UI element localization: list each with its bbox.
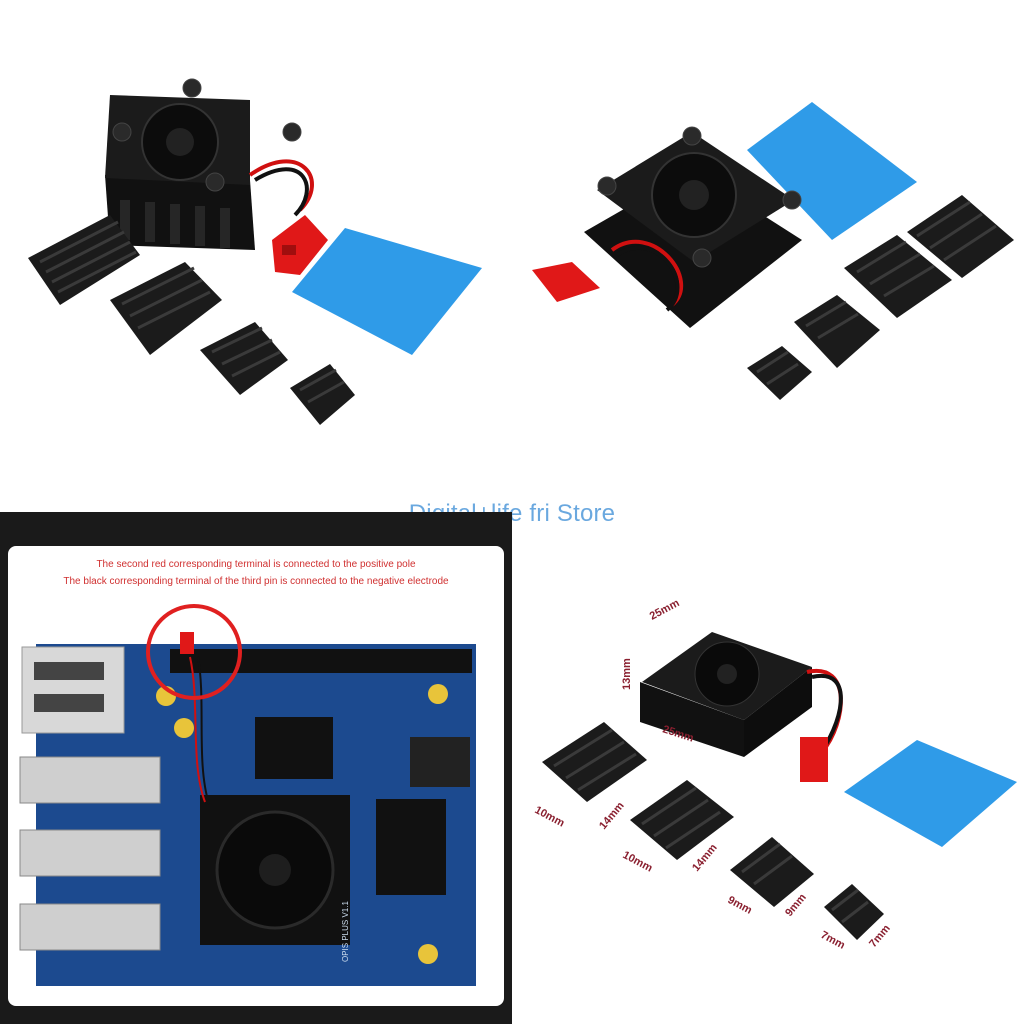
fan-header-connector	[180, 632, 194, 654]
chip	[376, 799, 446, 895]
usb-port	[19, 903, 161, 951]
dim-sink-large-a: 10mm	[533, 804, 567, 830]
heatsink-large	[542, 722, 647, 802]
heatsink-tiny	[747, 346, 812, 400]
heatsink-medium	[630, 780, 734, 860]
soc-heatsink	[255, 717, 333, 779]
fan-heatsink-assembly	[532, 126, 802, 328]
heatsink-small	[794, 295, 880, 368]
thermal-pad	[844, 740, 1017, 847]
usb-port	[19, 756, 161, 804]
red-connector	[532, 262, 600, 302]
heatsink-small	[200, 322, 288, 395]
audio-jack	[410, 737, 470, 787]
callout-text-positive: The second red corresponding terminal is…	[96, 559, 416, 570]
dim-fan-height: 13mm	[621, 658, 633, 690]
thermal-pad	[292, 228, 482, 355]
callout-circle	[146, 604, 242, 700]
heatsink-medium	[110, 262, 222, 355]
gpio-header	[170, 649, 472, 673]
dim-sink-tiny-a: 7mm	[819, 929, 848, 952]
fan-heatsink-assembly	[640, 632, 843, 782]
dim-sink-large-b: 14mm	[597, 800, 627, 832]
dim-fan-width: 25mm	[648, 597, 682, 623]
board-installation-photo: OPIS PLUS V1.1 The second red correspond…	[0, 512, 512, 1024]
callout-text-negative: The black corresponding terminal of the …	[63, 576, 449, 587]
fan-heatsink-assembly	[105, 78, 328, 275]
product-photo-top-right	[512, 0, 1024, 500]
usb-port	[21, 646, 125, 734]
red-connector	[272, 215, 328, 275]
heatsink-medium	[844, 235, 952, 318]
usb-port	[19, 829, 161, 877]
thermal-pad	[747, 102, 917, 240]
heatsink-large	[28, 215, 140, 305]
product-photo-top-left	[0, 0, 512, 500]
dim-sink-small-a: 9mm	[726, 894, 755, 917]
board-silkscreen: OPIS PLUS V1.1	[341, 901, 350, 962]
red-connector	[800, 737, 828, 782]
heatsink-small	[730, 837, 814, 907]
dimension-diagram: 25mm 13mm 25mm 10mm 14mm 10mm 14mm 9mm 9…	[512, 512, 1024, 1024]
dim-sink-mid-a: 10mm	[621, 849, 655, 875]
heatsink-tiny	[290, 364, 355, 425]
heatsink-tiny	[824, 884, 884, 940]
heatsink-large	[907, 195, 1014, 278]
